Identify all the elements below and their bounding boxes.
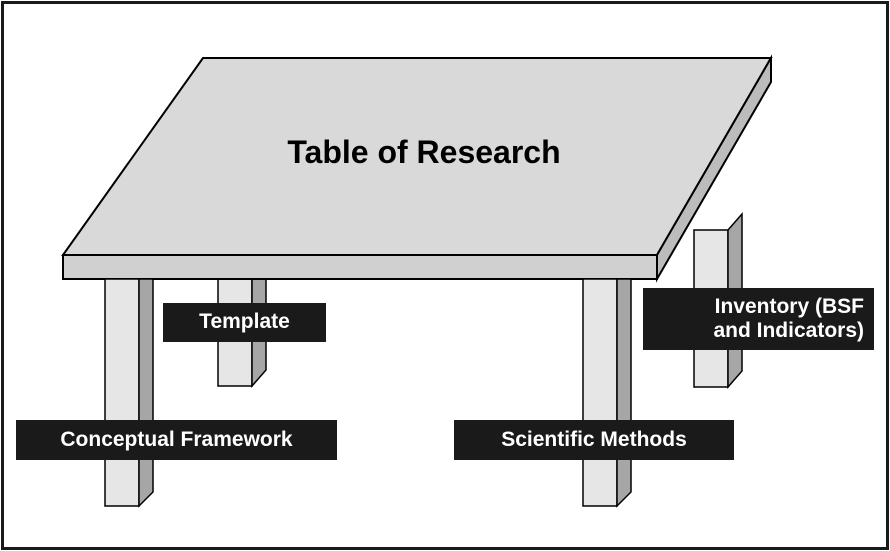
inventory-label-line-2: and Indicators) — [713, 319, 864, 342]
conceptual-framework-leg-label: Conceptual Framework — [16, 420, 337, 460]
front-right-leg — [582, 278, 632, 508]
scientific-methods-leg-label: Scientific Methods — [454, 420, 734, 460]
inventory-leg-label: Inventory (BSF and Indicators) — [643, 288, 874, 350]
scientific-methods-label-line: Scientific Methods — [501, 428, 687, 451]
front-left-leg — [104, 278, 154, 508]
table-title: Table of Research — [287, 134, 560, 170]
table-top-side-edge — [656, 54, 772, 283]
inventory-label-line-1: Inventory (BSF — [714, 295, 864, 318]
conceptual-framework-label-line: Conceptual Framework — [60, 428, 293, 451]
table-top-front-edge — [62, 254, 658, 280]
template-leg-label: Template — [163, 303, 326, 342]
template-label-line: Template — [199, 310, 290, 333]
